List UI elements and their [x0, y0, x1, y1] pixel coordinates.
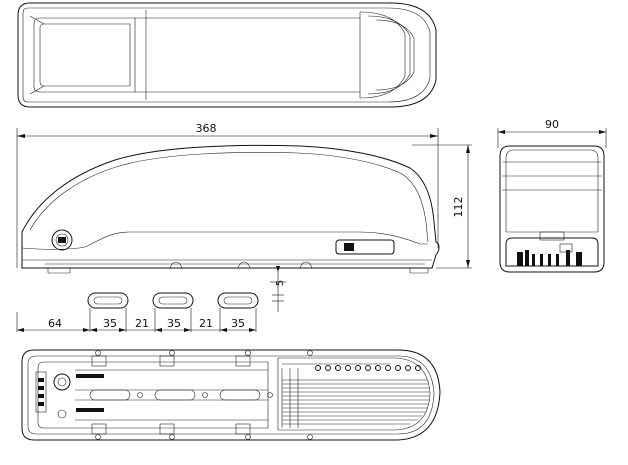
heat-sink-fins	[281, 363, 429, 428]
vent-holes	[315, 365, 421, 371]
side-view	[21, 144, 440, 274]
dimension-overall-length: 368	[16, 122, 439, 268]
mounting-slots	[87, 292, 259, 309]
bottom-view	[21, 349, 441, 441]
dimension-overall-height: 112	[412, 144, 472, 269]
dimension-vertical-offset: 5	[270, 266, 286, 312]
vertical-offset-label: 5	[275, 280, 286, 286]
end-view: 90	[497, 118, 607, 273]
overall-length-label: 368	[196, 122, 217, 135]
slot-gap-2-label: 21	[199, 317, 213, 330]
top-view	[17, 2, 437, 108]
slot-gap-1-label: 21	[135, 317, 149, 330]
dimension-slot-chain: 64 35 21 35 21 35	[16, 308, 257, 332]
front-offset-label: 64	[48, 317, 62, 330]
slot-width-2-label: 35	[167, 317, 181, 330]
overall-height-label: 112	[452, 197, 465, 218]
width-label: 90	[545, 118, 559, 131]
slot-width-3-label: 35	[231, 317, 245, 330]
slot-width-1-label: 35	[103, 317, 117, 330]
